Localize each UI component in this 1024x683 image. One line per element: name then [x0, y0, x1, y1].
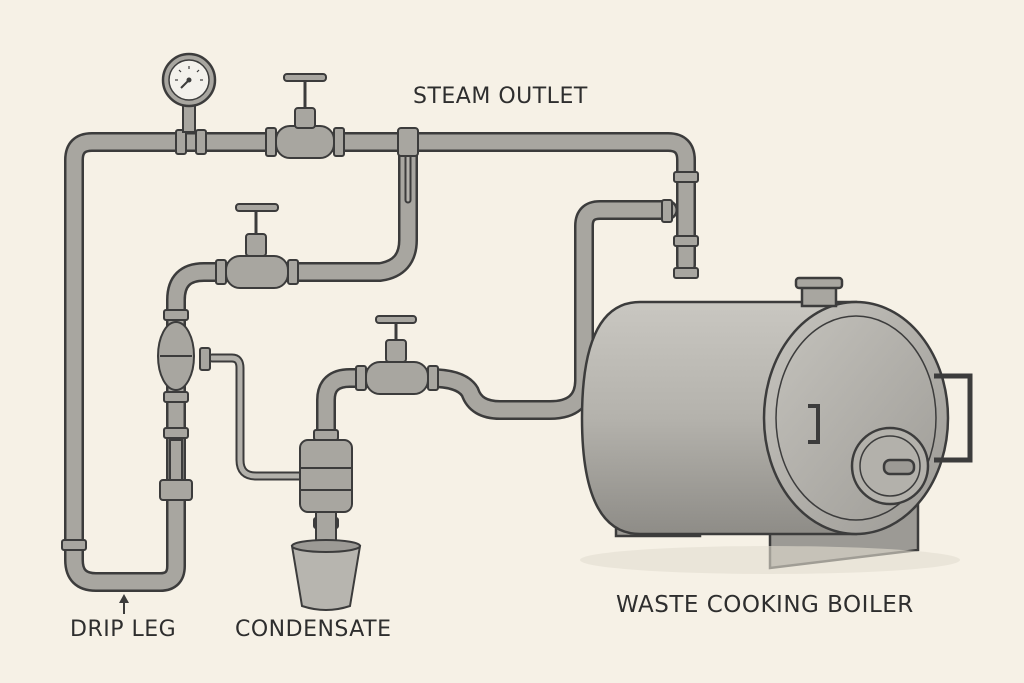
- pressure-gauge-icon: [161, 52, 217, 133]
- drip-leg-label: DRIP LEG: [70, 617, 177, 642]
- drip-leg-strainer-icon: [157, 321, 195, 501]
- steam-trap-icon: [299, 439, 353, 543]
- bypass-valve-icon: [225, 203, 289, 289]
- steam-outlet-label: STEAM OUTLET: [413, 84, 588, 109]
- condensate-label: CONDENSATE: [235, 617, 392, 642]
- steam-valve-icon: [275, 73, 335, 159]
- condensate-valve-icon: [365, 315, 429, 395]
- boiler-label: WASTE COOKING BOILER: [616, 592, 914, 618]
- boiler-tank-icon: [580, 276, 973, 574]
- drip-leg-arrow-icon: [119, 594, 129, 614]
- condensate-bucket-icon: [290, 539, 362, 611]
- pipe-network: [64, 132, 696, 592]
- trap-tubing: [207, 353, 305, 481]
